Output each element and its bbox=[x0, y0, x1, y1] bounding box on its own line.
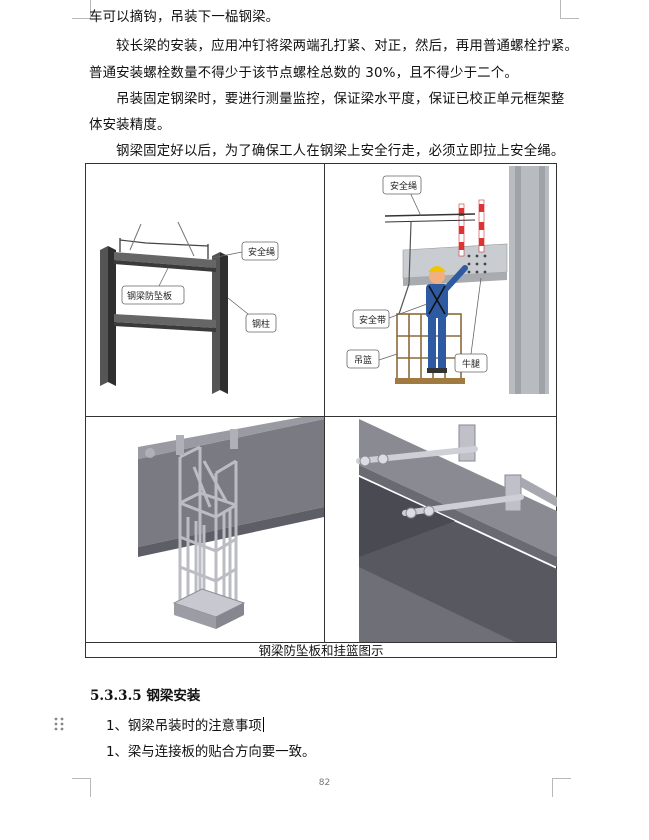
label-hanging-basket: 吊篮 bbox=[354, 354, 372, 366]
text-cursor bbox=[262, 717, 265, 732]
label-fall-prevention-board: 钢梁防坠板 bbox=[127, 290, 172, 302]
page-number: 82 bbox=[318, 778, 331, 788]
label-safety-belt: 安全带 bbox=[359, 314, 386, 326]
list-item[interactable]: 1、钢梁吊装时的注意事项 bbox=[106, 714, 265, 734]
figure-table: 安全绳 钢梁防坠板 钢柱 bbox=[85, 163, 557, 658]
steel-frame-illustration: 安全绳 钢梁防坠板 钢柱 bbox=[100, 221, 279, 394]
crop-mark-bottom-left bbox=[72, 778, 91, 797]
crop-mark-bottom-right bbox=[552, 778, 571, 797]
paragraph-line: 普通安装螺栓数量不得少于该节点螺栓总数的 30%，且不得少于二个。 bbox=[89, 66, 518, 81]
label-safety-rope-2: 安全绳 bbox=[390, 180, 417, 192]
figure-panel-basket-model bbox=[86, 413, 324, 642]
paragraph-line: 钢梁固定好以后，为了确保工人在钢梁上安全行走，必须立即拉上安全绳。 bbox=[116, 144, 565, 159]
figure-panel-worker: 安全绳 安全带 吊篮 牛腿 bbox=[325, 164, 557, 416]
label-steel-column: 钢柱 bbox=[252, 318, 270, 330]
paragraph-line: 体安装精度。 bbox=[89, 118, 171, 133]
section-heading: 5.3.3.5 钢梁安装 bbox=[90, 684, 200, 704]
figure-panel-board-model bbox=[325, 417, 557, 642]
paragraph-line: 车可以摘钩，吊装下一榀钢梁。 bbox=[89, 10, 280, 25]
paragraph-line: 吊装固定钢梁时，要进行测量监控，保证梁水平度，保证已校正单元框架整 bbox=[116, 92, 565, 107]
label-safety-rope: 安全绳 bbox=[248, 246, 275, 258]
basket-model-illustration bbox=[138, 413, 324, 629]
drag-handle-icon[interactable] bbox=[53, 716, 65, 732]
figure-divider-vertical bbox=[324, 164, 325, 642]
crop-mark-top-left bbox=[72, 0, 91, 19]
list-item-text: 1、梁与连接板的贴合方向要一致。 bbox=[106, 745, 316, 760]
list-item[interactable]: 1、梁与连接板的贴合方向要一致。 bbox=[106, 740, 315, 760]
paragraph-line: 较长梁的安装，应用冲钉将梁两端孔打紧、对正，然后，再用普通螺栓拧紧。 bbox=[116, 39, 579, 54]
crop-mark-top-right bbox=[560, 0, 579, 19]
fall-board-illustration bbox=[356, 419, 557, 642]
label-bracket: 牛腿 bbox=[462, 358, 480, 370]
worker-basket-illustration: 安全绳 安全带 吊篮 牛腿 bbox=[346, 166, 549, 394]
figure-caption: 钢梁防坠板和挂篮图示 bbox=[258, 643, 384, 658]
list-item-text: 1、钢梁吊装时的注意事项 bbox=[106, 719, 262, 734]
figure-divider-caption bbox=[86, 642, 556, 643]
figure-panel-frame: 安全绳 钢梁防坠板 钢柱 bbox=[86, 164, 324, 416]
section-number: 5.3.3.5 bbox=[90, 688, 142, 704]
section-title: 钢梁安装 bbox=[146, 688, 201, 704]
